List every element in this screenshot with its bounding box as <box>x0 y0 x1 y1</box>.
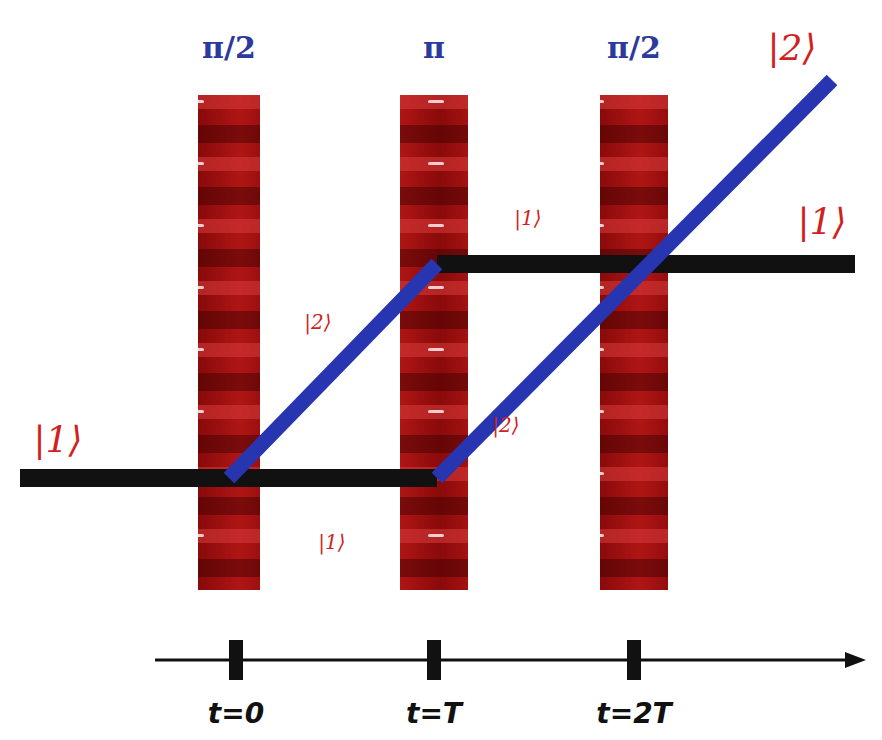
state-label: |2⟩ <box>304 312 331 332</box>
axis-tick <box>427 640 441 680</box>
time-label: t=0 <box>208 700 264 728</box>
axis-tick <box>627 640 641 680</box>
axis-arrowhead <box>845 652 866 668</box>
state-label: |2⟩ <box>767 30 816 66</box>
pulse-area: π/2 <box>202 33 256 63</box>
state-label: |1⟩ <box>33 422 82 458</box>
state-label: |2⟩ <box>492 415 519 435</box>
axis-tick <box>229 640 243 680</box>
state-2-path <box>229 264 437 478</box>
laser-pulse <box>198 95 260 590</box>
state-label: |1⟩ <box>514 208 541 228</box>
time-label: t=T <box>406 700 462 728</box>
laser-pulse <box>400 95 468 590</box>
state-2-path <box>437 80 832 478</box>
state-label: |1⟩ <box>318 532 345 552</box>
pulse-area: π/2 <box>607 33 661 63</box>
laser-pulses <box>198 95 668 590</box>
pulse-area: π <box>423 33 445 63</box>
laser-pulse <box>600 95 668 590</box>
atom-paths <box>20 80 855 478</box>
time-axis <box>155 640 866 680</box>
axis-line <box>155 659 845 662</box>
state-label: |1⟩ <box>797 204 846 240</box>
time-label: t=2T <box>596 700 671 728</box>
